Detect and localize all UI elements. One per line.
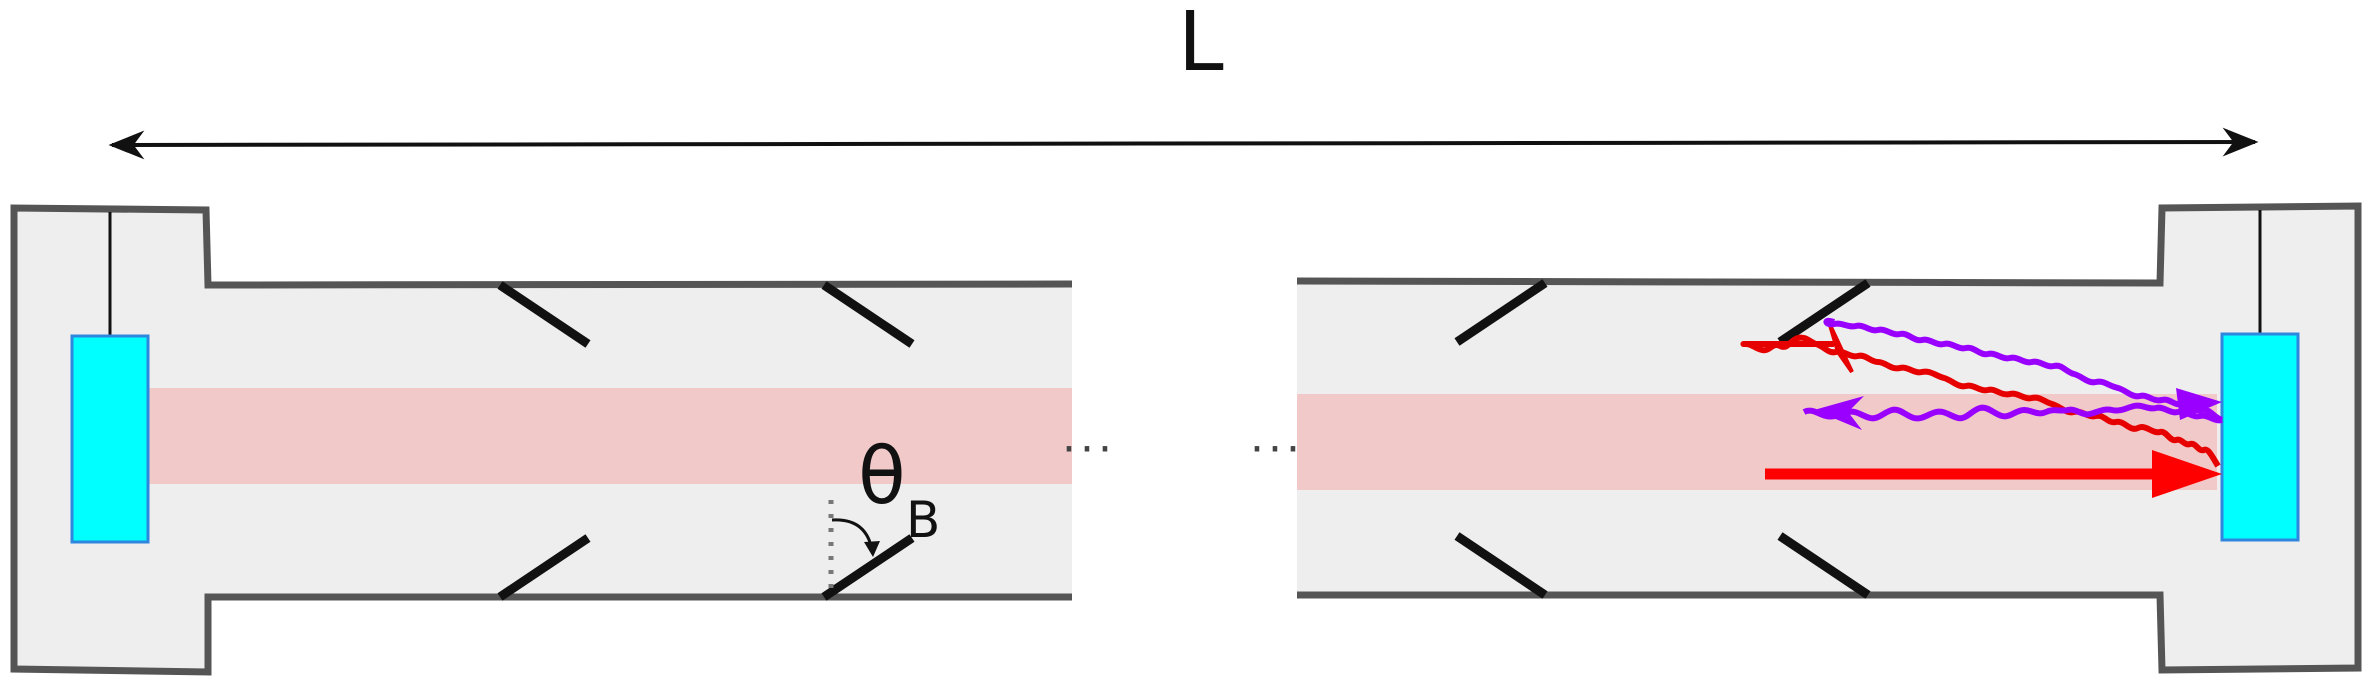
right-tube-outline	[1296, 202, 2362, 674]
length-dimension-arrow	[108, 127, 2259, 160]
left-tube-outline	[10, 204, 1073, 676]
scatter-path-red	[1740, 334, 2221, 468]
baffle-bottom-2	[821, 534, 915, 601]
scatter-red-arrowhead-icon	[1828, 324, 1854, 374]
tube-continuation-ellipsis-left: ···	[1062, 424, 1116, 475]
baffle-top-4	[1777, 279, 1871, 346]
length-label: L	[1178, 0, 1224, 90]
baffle-top-3	[1454, 279, 1548, 346]
scatter-path-violet-lower	[1802, 402, 2223, 424]
baffle-top-1	[497, 281, 591, 348]
brewster-angle-symbol: θ	[858, 432, 906, 522]
scatter-violet-arrowhead-left-icon	[1814, 396, 1864, 430]
angle-arc-arrowhead-icon	[864, 541, 880, 557]
baffles	[497, 279, 1871, 601]
scatter-path-violet-upper	[1823, 317, 2224, 423]
beam-band-left	[148, 388, 1072, 484]
laser-arrowhead-icon	[2152, 450, 2222, 498]
baffle-top-2	[821, 281, 915, 348]
left-mirror	[70, 334, 150, 544]
tube-continuation-ellipsis-right: ···	[1250, 424, 1304, 475]
baffle-bottom-3	[1454, 532, 1548, 599]
baffle-bottom-1	[497, 534, 591, 601]
right-mirror	[2220, 332, 2300, 542]
baffle-bottom-4	[1777, 532, 1871, 599]
brewster-angle-subscript: B	[906, 491, 941, 549]
